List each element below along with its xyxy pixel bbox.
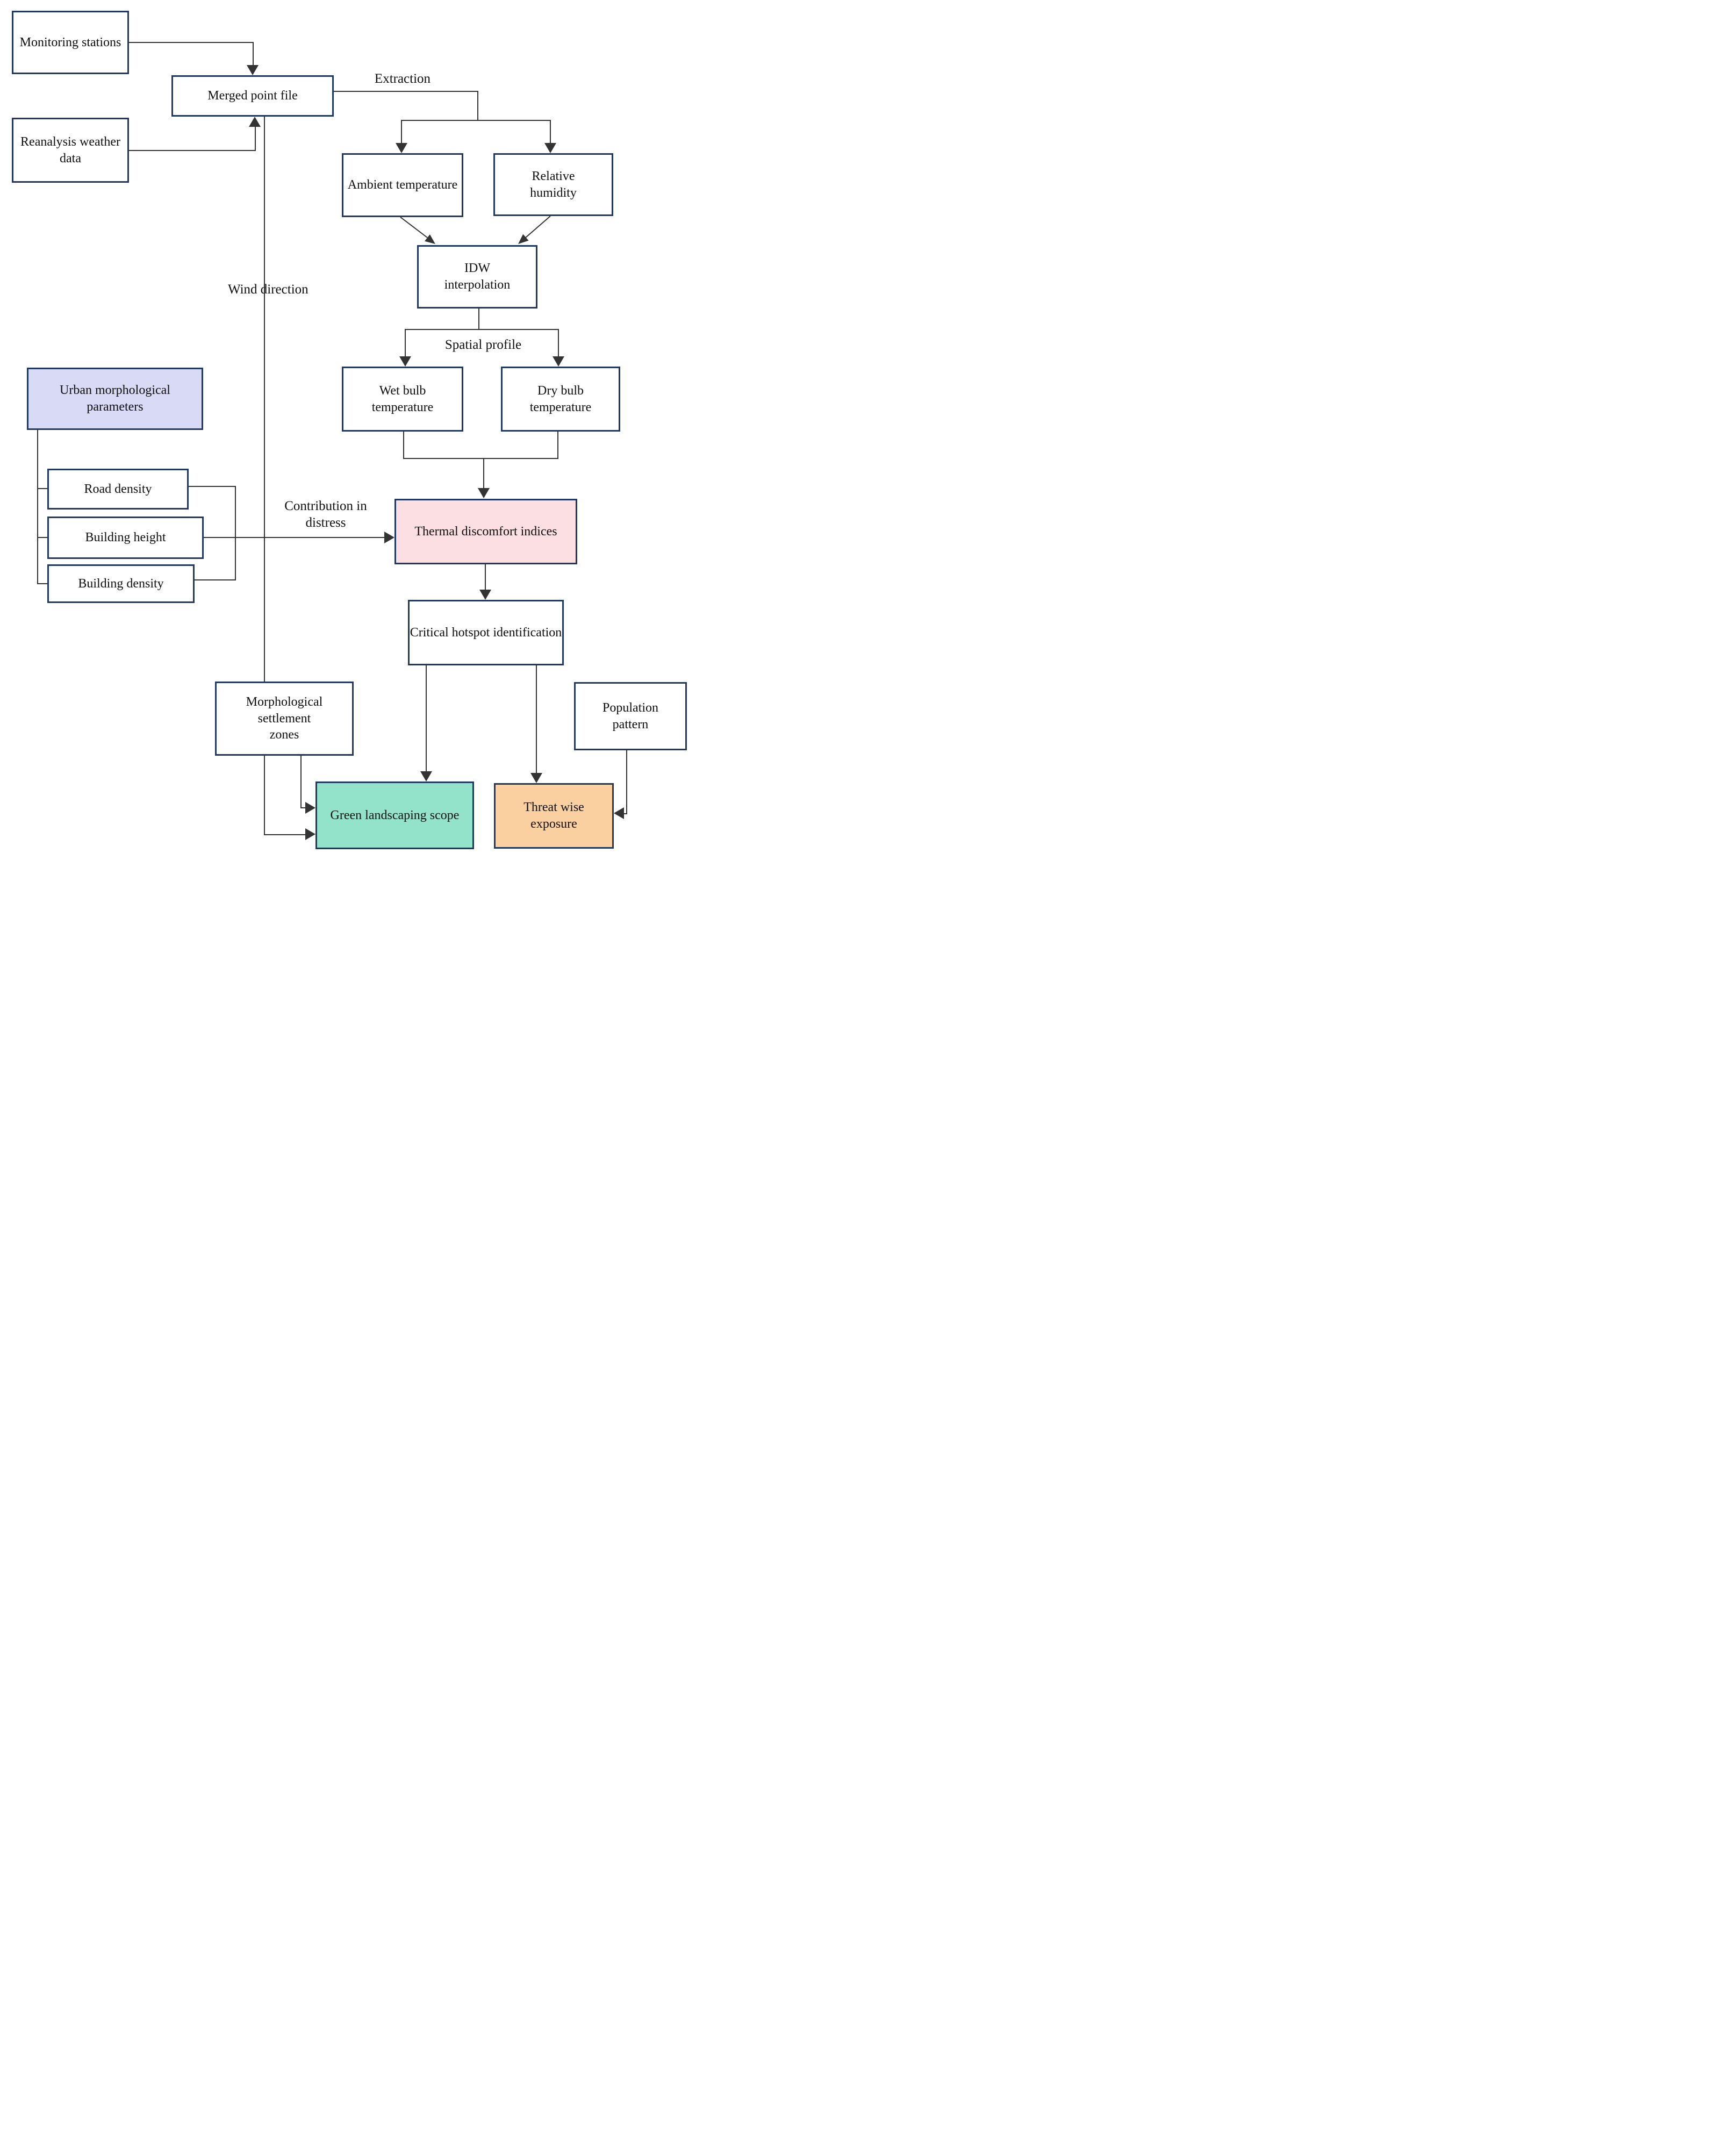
node-thermal-discomfort-indices-label: Thermal discomfort indices bbox=[414, 524, 557, 539]
arrowhead-into-ambient-top bbox=[396, 143, 407, 153]
node-threat-wise-exposure: Threat wise exposure bbox=[494, 783, 614, 849]
arrowhead-into-merged-bottom bbox=[249, 117, 261, 127]
edge-extraction-h1 bbox=[334, 91, 478, 92]
edge-critical-to-green-v bbox=[426, 665, 427, 772]
edge-monitoring-to-merged-v bbox=[253, 42, 254, 67]
node-critical-hotspot-identification: Critical hotspot identification bbox=[408, 600, 564, 665]
arrowhead-into-threat-top bbox=[530, 773, 542, 783]
edge-right-merge-v bbox=[235, 486, 236, 580]
node-urban-morphological-parameters: Urban morphological parameters bbox=[27, 368, 203, 430]
node-merged-point-file: Merged point file bbox=[171, 75, 334, 117]
edge-morph-to-green-upper-v bbox=[300, 756, 302, 808]
edge-wetbulb-down-v bbox=[403, 432, 404, 459]
edge-contribution-h bbox=[204, 537, 385, 538]
node-ambient-temperature: Ambient temperature bbox=[342, 153, 463, 217]
node-critical-hotspot-identification-label: Critical hotspot identification bbox=[410, 625, 562, 640]
node-reanalysis-weather-data: Reanalysis weather data bbox=[12, 118, 129, 183]
arrowhead-into-idw-topright bbox=[518, 234, 529, 244]
edge-label-extraction: Extraction bbox=[374, 71, 431, 86]
edge-label-contribution-in-distress: Contribution in distress bbox=[284, 499, 367, 530]
node-monitoring-stations-label: Monitoring stations bbox=[19, 35, 121, 49]
arrowhead-into-drybulb-top bbox=[553, 356, 564, 367]
node-building-height-label: Building height bbox=[85, 530, 166, 545]
node-idw-interpolation-label: IDW interpolation bbox=[444, 261, 511, 292]
edge-morph-to-green-upper-h bbox=[300, 807, 306, 808]
node-road-density-label: Road density bbox=[84, 482, 152, 496]
node-threat-wise-exposure-label: Threat wise exposure bbox=[523, 800, 584, 831]
edge-label-spatial-profile: Spatial profile bbox=[444, 338, 522, 352]
node-monitoring-stations: Monitoring stations bbox=[12, 11, 129, 74]
node-reanalysis-weather-data-label: Reanalysis weather data bbox=[20, 134, 120, 166]
arrowhead-into-humidity-top bbox=[544, 143, 556, 153]
edge-population-out-h bbox=[623, 813, 627, 814]
node-building-density-label: Building density bbox=[78, 576, 164, 591]
node-dry-bulb-temperature-label: Dry bulb temperature bbox=[529, 383, 592, 414]
edge-road-out-h bbox=[189, 486, 235, 487]
node-road-density: Road density bbox=[47, 469, 189, 510]
flowchart-canvas: Monitoring stations Merged point file Re… bbox=[0, 0, 694, 858]
node-thermal-discomfort-indices: Thermal discomfort indices bbox=[394, 499, 577, 564]
node-wet-bulb-temperature: Wet bulb temperature bbox=[342, 367, 463, 432]
edge-humidity-to-idw-diagonal bbox=[525, 216, 551, 238]
edge-wind-to-green-lower-h bbox=[264, 834, 306, 835]
edge-wind-direction-v bbox=[264, 117, 265, 682]
edge-thermal-to-critical-v bbox=[485, 564, 486, 590]
node-relative-humidity-label: Relative humidity bbox=[530, 169, 577, 200]
arrowhead-into-green-left-lower bbox=[305, 828, 315, 840]
edge-extraction-h2 bbox=[401, 120, 551, 121]
arrowhead-into-merged-top bbox=[247, 65, 259, 75]
edge-ambient-to-idw-diagonal bbox=[400, 217, 428, 238]
node-building-density: Building density bbox=[47, 564, 195, 603]
edge-bulb-merge-h bbox=[403, 458, 558, 459]
edge-drybulb-down-v bbox=[557, 432, 558, 459]
node-wet-bulb-temperature-label: Wet bulb temperature bbox=[371, 383, 434, 414]
arrowhead-into-threat-right bbox=[614, 807, 624, 819]
edge-merge-to-thermal-v bbox=[483, 458, 484, 489]
arrowhead-into-wetbulb-top bbox=[399, 356, 411, 367]
edge-extraction-to-ambient-v bbox=[401, 120, 402, 144]
arrowhead-into-thermal-left bbox=[384, 532, 394, 543]
edge-split-to-drybulb-v bbox=[558, 329, 559, 357]
node-morphological-settlement-zones: Morphological settlement zones bbox=[215, 682, 354, 756]
edge-spatial-split-h bbox=[405, 329, 559, 330]
arrowhead-into-idw-topleft bbox=[425, 234, 435, 244]
edge-urban-to-bheight-stub bbox=[37, 537, 47, 538]
edge-idw-out-v bbox=[478, 309, 479, 329]
node-morphological-settlement-zones-label: Morphological settlement zones bbox=[246, 694, 323, 742]
arrowhead-into-thermal-top bbox=[478, 488, 490, 498]
edge-reanalysis-to-merged-v bbox=[255, 127, 256, 151]
edge-split-to-wetbulb-v bbox=[405, 329, 406, 357]
arrowhead-into-green-left-upper bbox=[305, 802, 315, 814]
arrowhead-into-green-top bbox=[420, 771, 432, 781]
edge-wind-to-green-lower-v bbox=[264, 756, 265, 835]
edge-urban-to-road-stub bbox=[37, 488, 47, 489]
edge-urban-to-bdensity-stub bbox=[37, 583, 47, 584]
node-green-landscaping-scope-label: Green landscaping scope bbox=[330, 808, 460, 822]
edge-urban-tree-v bbox=[37, 430, 38, 584]
node-idw-interpolation: IDW interpolation bbox=[417, 245, 537, 309]
edge-critical-to-threat-v bbox=[536, 665, 537, 773]
node-population-pattern-label: Population pattern bbox=[602, 700, 658, 732]
node-green-landscaping-scope: Green landscaping scope bbox=[315, 781, 474, 849]
edge-reanalysis-to-merged-h bbox=[129, 150, 256, 151]
node-ambient-temperature-label: Ambient temperature bbox=[347, 178, 458, 192]
edge-extraction-to-humidity-v bbox=[550, 120, 551, 144]
node-dry-bulb-temperature: Dry bulb temperature bbox=[501, 367, 620, 432]
edge-population-out-v bbox=[626, 750, 627, 814]
edge-label-wind-direction: Wind direction bbox=[223, 280, 314, 299]
node-urban-morphological-parameters-label: Urban morphological parameters bbox=[60, 383, 170, 414]
node-population-pattern: Population pattern bbox=[574, 682, 687, 750]
node-merged-point-file-label: Merged point file bbox=[207, 89, 298, 103]
arrowhead-into-critical-top bbox=[479, 590, 491, 600]
edge-extraction-v1 bbox=[477, 91, 478, 120]
node-building-height: Building height bbox=[47, 517, 204, 559]
edge-bdensity-out-h bbox=[195, 579, 235, 580]
node-relative-humidity: Relative humidity bbox=[493, 153, 613, 216]
edge-monitoring-to-merged-h bbox=[129, 42, 253, 43]
